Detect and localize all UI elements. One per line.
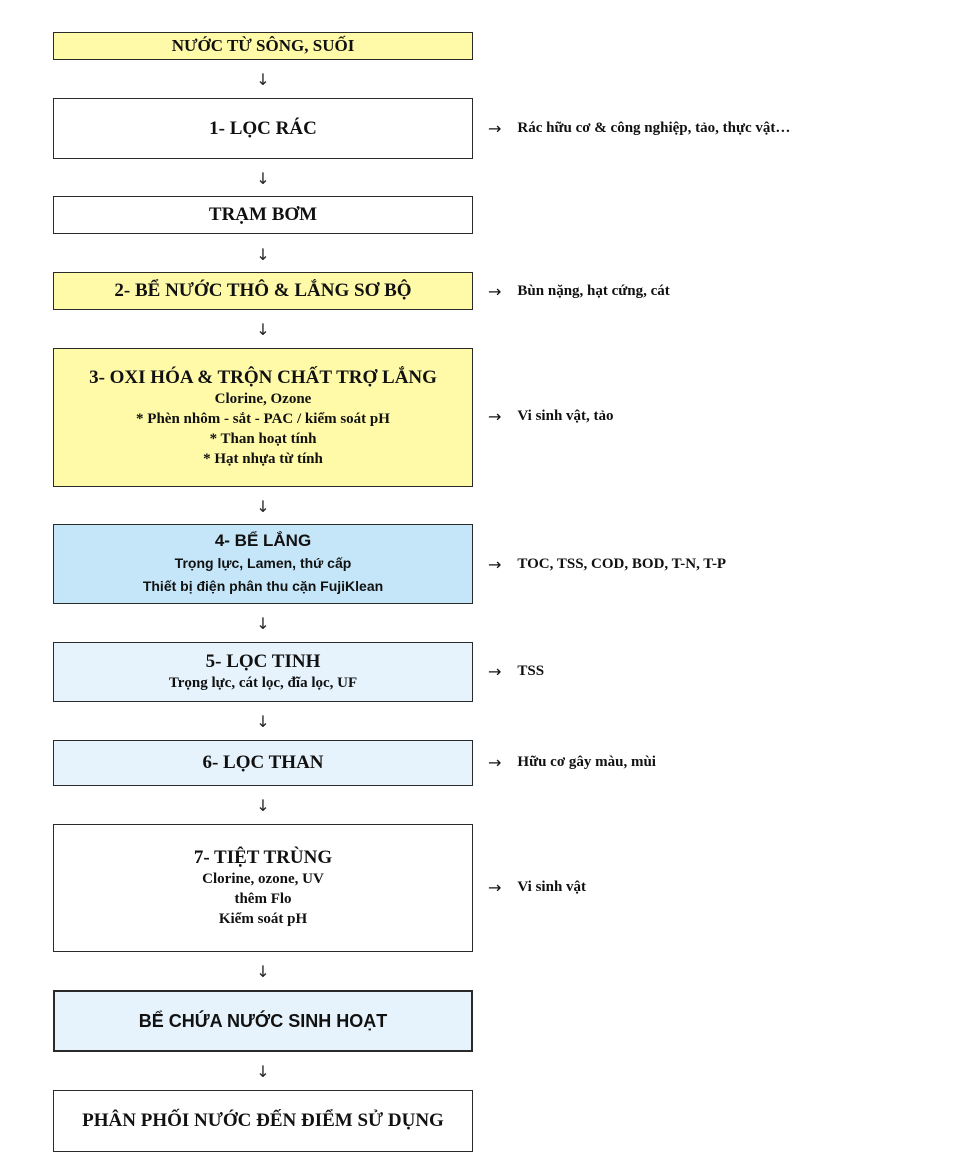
step-1-note-text: Rác hữu cơ & công nghiệp, tảo, thực vật… bbox=[517, 120, 791, 136]
step-2-title: 2- BỂ NƯỚC THÔ & LẮNG SƠ BỘ bbox=[114, 280, 412, 301]
step-7-detail: thêm Flo bbox=[234, 891, 292, 907]
down-arrow-icon: ↓ bbox=[256, 497, 270, 516]
box-step-6: 6- LỌC THAN bbox=[53, 740, 473, 786]
step-7-note-text: Vi sinh vật bbox=[517, 879, 587, 895]
right-arrow-icon: → bbox=[488, 753, 502, 772]
step-5-note: → TSS bbox=[488, 662, 544, 681]
step-3-detail: * Than hoạt tính bbox=[209, 430, 317, 447]
box-step-5: 5- LỌC TINH Trọng lực, cát lọc, đĩa lọc,… bbox=[53, 642, 473, 702]
down-arrow-icon: ↓ bbox=[256, 245, 270, 264]
box-distribution: PHÂN PHỐI NƯỚC ĐẾN ĐIỂM SỬ DỤNG bbox=[53, 1090, 473, 1152]
right-arrow-icon: → bbox=[488, 407, 502, 426]
step-4-note-text: TOC, TSS, COD, BOD, T-N, T-P bbox=[517, 556, 727, 572]
step-3-detail: * Phèn nhôm - sắt - PAC / kiểm soát pH bbox=[136, 410, 390, 427]
step-4-title: 4- BỂ LẮNG bbox=[214, 531, 312, 550]
down-arrow-icon: ↓ bbox=[256, 1062, 270, 1081]
step-3-note-text: Vi sinh vật, tảo bbox=[517, 408, 614, 424]
storage-tank-title: BỂ CHỨA NƯỚC SINH HOẠT bbox=[138, 1011, 388, 1031]
step-4-detail: Thiết bị điện phân thu cặn FujiKlean bbox=[142, 578, 384, 594]
step-3-title: 3- OXI HÓA & TRỘN CHẤT TRỢ LẮNG bbox=[89, 366, 437, 388]
down-arrow-icon: ↓ bbox=[256, 614, 270, 633]
step-3-note: → Vi sinh vật, tảo bbox=[488, 407, 614, 426]
box-storage-tank: BỂ CHỨA NƯỚC SINH HOẠT bbox=[53, 990, 473, 1052]
step-5-note-text: TSS bbox=[517, 663, 545, 679]
right-arrow-icon: → bbox=[488, 119, 502, 138]
step-5-detail: Trọng lực, cát lọc, đĩa lọc, UF bbox=[168, 675, 358, 691]
down-arrow-icon: ↓ bbox=[256, 712, 270, 731]
box-step-1: 1- LỌC RÁC bbox=[53, 98, 473, 159]
box-step-4: 4- BỂ LẮNG Trọng lực, Lamen, thứ cấp Thi… bbox=[53, 524, 473, 604]
box-pump-station: TRẠM BƠM bbox=[53, 196, 473, 234]
distribution-title: PHÂN PHỐI NƯỚC ĐẾN ĐIỂM SỬ DỤNG bbox=[82, 1110, 444, 1131]
step-6-title: 6- LỌC THAN bbox=[202, 752, 324, 773]
down-arrow-icon: ↓ bbox=[256, 169, 270, 188]
right-arrow-icon: → bbox=[488, 878, 502, 897]
step-3-detail: * Hạt nhựa từ tính bbox=[203, 450, 323, 467]
step-7-detail: Kiểm soát pH bbox=[218, 911, 308, 927]
right-arrow-icon: → bbox=[488, 662, 502, 681]
down-arrow-icon: ↓ bbox=[256, 70, 270, 89]
step-7-detail: Clorine, ozone, UV bbox=[202, 871, 324, 887]
down-arrow-icon: ↓ bbox=[256, 320, 270, 339]
step-2-note-text: Bùn nặng, hạt cứng, cát bbox=[517, 283, 670, 299]
right-arrow-icon: → bbox=[488, 282, 502, 301]
step-6-note: → Hữu cơ gây màu, mùi bbox=[488, 753, 656, 772]
step-7-note: → Vi sinh vật bbox=[488, 878, 586, 897]
step-1-title: 1- LỌC RÁC bbox=[209, 117, 317, 139]
step-1-note: → Rác hữu cơ & công nghiệp, tảo, thực vậ… bbox=[488, 119, 790, 138]
step-2-note: → Bùn nặng, hạt cứng, cát bbox=[488, 282, 670, 301]
right-arrow-icon: → bbox=[488, 555, 502, 574]
box-source: NƯỚC TỪ SÔNG, SUỐI bbox=[53, 32, 473, 60]
box-step-2: 2- BỂ NƯỚC THÔ & LẮNG SƠ BỘ bbox=[53, 272, 473, 310]
down-arrow-icon: ↓ bbox=[256, 962, 270, 981]
step-3-detail: Clorine, Ozone bbox=[214, 390, 312, 407]
box-source-title: NƯỚC TỪ SÔNG, SUỐI bbox=[171, 36, 355, 55]
pump-station-title: TRẠM BƠM bbox=[208, 204, 318, 225]
step-5-title: 5- LỌC TINH bbox=[205, 651, 321, 672]
step-7-title: 7- TIỆT TRÙNG bbox=[193, 847, 333, 868]
box-step-3: 3- OXI HÓA & TRỘN CHẤT TRỢ LẮNG Clorine,… bbox=[53, 348, 473, 487]
down-arrow-icon: ↓ bbox=[256, 796, 270, 815]
step-4-detail: Trọng lực, Lamen, thứ cấp bbox=[174, 555, 352, 571]
step-6-note-text: Hữu cơ gây màu, mùi bbox=[517, 754, 656, 770]
box-step-7: 7- TIỆT TRÙNG Clorine, ozone, UV thêm Fl… bbox=[53, 824, 473, 952]
step-4-note: → TOC, TSS, COD, BOD, T-N, T-P bbox=[488, 555, 726, 574]
